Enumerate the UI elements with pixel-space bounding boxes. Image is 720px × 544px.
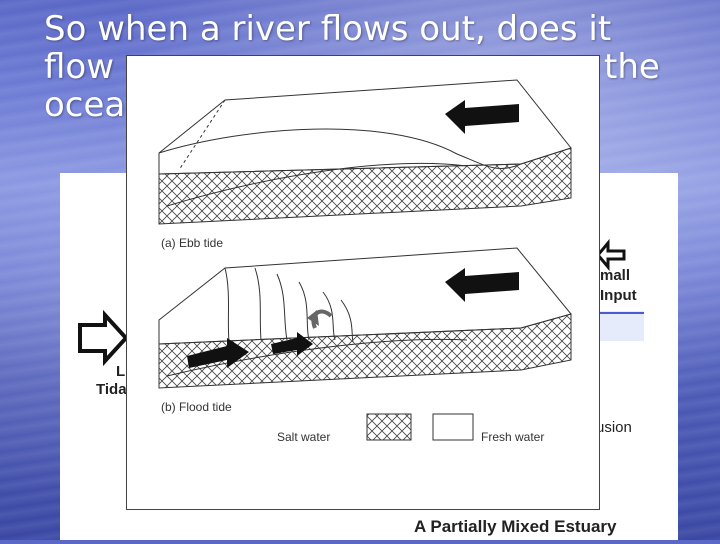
title-line-2: flow the — [44, 48, 694, 86]
title-line-3: ocea — [44, 85, 126, 125]
river-input-arrow — [596, 238, 626, 272]
tidal-input-arrow — [78, 309, 129, 367]
flood-tide-caption: (b) Flood tide — [161, 400, 232, 414]
title-line-1: So when a river flows out, does it — [44, 9, 612, 49]
title-line-2-right: the — [604, 47, 660, 87]
small-label: mall — [600, 267, 631, 284]
flood-surface-arrow — [445, 268, 519, 302]
ebb-flow-arrow — [445, 100, 519, 134]
tide-diagram — [158, 79, 572, 441]
tidal-label-l: L — [116, 363, 126, 380]
ebb-tide-block — [158, 79, 572, 225]
back-figure-drawing — [78, 238, 644, 367]
legend-fresh-label: Fresh water — [481, 430, 545, 444]
ebb-tide-caption: (a) Ebb tide — [161, 236, 224, 250]
legend-salt-label: Salt water — [277, 430, 331, 444]
input-label: Input — [600, 287, 637, 304]
legend-fresh-swatch — [432, 413, 474, 441]
front-figure-panel: (a) Ebb tide (b) Flood tide Salt water F… — [126, 55, 600, 510]
estuary-caption: A Partially Mixed Estuary — [414, 517, 617, 536]
tidal-label: Tida — [96, 381, 127, 398]
slide-title: So when a river flows out, does it flow … — [44, 10, 694, 124]
usion-label: usion — [596, 419, 632, 436]
flood-arrow-2 — [271, 332, 313, 356]
flood-arrow-1 — [187, 338, 249, 368]
flood-tide-block — [158, 247, 572, 389]
water-sliver — [596, 311, 644, 341]
legend-salt-swatch — [366, 413, 412, 441]
title-line-2-left: flow — [44, 47, 115, 87]
